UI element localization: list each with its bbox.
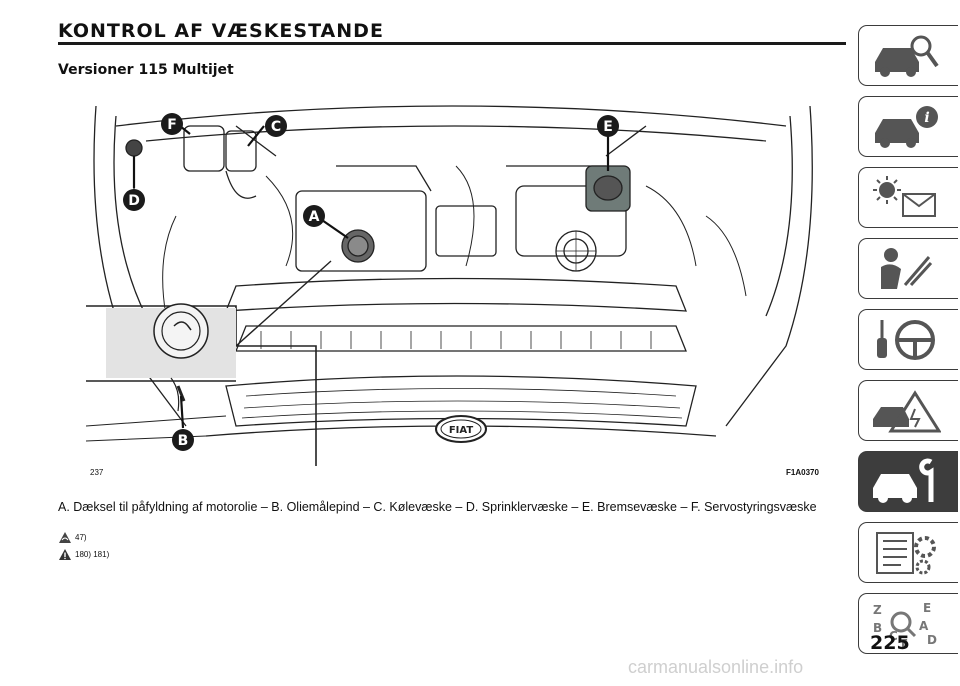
- engine-bay-figure: FIAT A B C D E: [86, 96, 820, 466]
- note-service-text: 47): [75, 533, 87, 542]
- note-warning: 180) 181): [58, 548, 109, 561]
- callout-D: D: [123, 189, 145, 211]
- section-subtitle: Versioner 115 Multijet: [58, 62, 234, 78]
- tab-emergency[interactable]: [858, 380, 958, 441]
- svg-text:Z: Z: [873, 603, 882, 617]
- page-title: KONTROL AF VÆSKESTANDE: [58, 20, 384, 42]
- tab-maintenance[interactable]: [858, 451, 958, 512]
- steering-key-icon: [877, 320, 935, 360]
- tab-index[interactable]: Z E B A C D T: [858, 593, 958, 654]
- engine-bay-illustration: FIAT A B C D E: [86, 105, 813, 466]
- svg-text:B: B: [873, 621, 882, 635]
- svg-text:FIAT: FIAT: [449, 425, 474, 436]
- technical-data-icon: [876, 532, 936, 575]
- callout-B: B: [172, 429, 194, 451]
- svg-text:A: A: [919, 619, 929, 633]
- svg-text:C: C: [889, 629, 898, 643]
- svg-text:i: i: [924, 110, 929, 126]
- fiat-badge: FIAT: [435, 415, 487, 443]
- figure-number: 237: [90, 468, 104, 477]
- callout-A: A: [303, 205, 325, 227]
- callout-E: E: [597, 115, 619, 137]
- svg-text:E: E: [603, 119, 613, 135]
- warning-lights-icon: [873, 176, 936, 217]
- safety-passenger-icon: [881, 248, 933, 289]
- note-service: 47): [58, 531, 87, 544]
- tab-safety[interactable]: [858, 238, 958, 299]
- callout-C: C: [265, 115, 287, 137]
- callout-F: F: [161, 113, 183, 135]
- svg-text:D: D: [927, 633, 937, 647]
- tab-technical-data[interactable]: [858, 522, 958, 583]
- maintenance-car-icon: [873, 458, 934, 503]
- title-rule: [58, 42, 846, 45]
- svg-text:F: F: [167, 117, 177, 133]
- svg-text:D: D: [128, 193, 140, 209]
- tab-starting-driving[interactable]: [858, 309, 958, 370]
- service-warning-icon: [59, 532, 71, 543]
- tab-warning-lights[interactable]: [858, 167, 958, 228]
- car-info-icon: i: [875, 106, 938, 148]
- tab-car-info[interactable]: i: [858, 96, 958, 157]
- figure-code: F1A0370: [786, 468, 819, 477]
- tab-dashboard[interactable]: [858, 25, 958, 86]
- note-warning-text: 180) 181): [75, 550, 110, 559]
- watermark-text: carmanualsonline.info: [628, 657, 804, 677]
- index-icon: Z E B A C D T: [873, 601, 937, 648]
- svg-text:B: B: [178, 433, 189, 449]
- svg-text:A: A: [309, 209, 320, 225]
- page-number: 225: [870, 632, 910, 654]
- svg-text:E: E: [923, 601, 931, 615]
- figure-caption: A. Dæksel til påfyldning af motorolie – …: [58, 500, 817, 514]
- inset-detail: [86, 303, 236, 442]
- warning-triangle-icon: [59, 549, 71, 560]
- svg-text:C: C: [271, 119, 281, 135]
- svg-text:T: T: [899, 637, 908, 648]
- emergency-car-icon: [873, 390, 941, 433]
- dashboard-car-icon: [875, 35, 939, 77]
